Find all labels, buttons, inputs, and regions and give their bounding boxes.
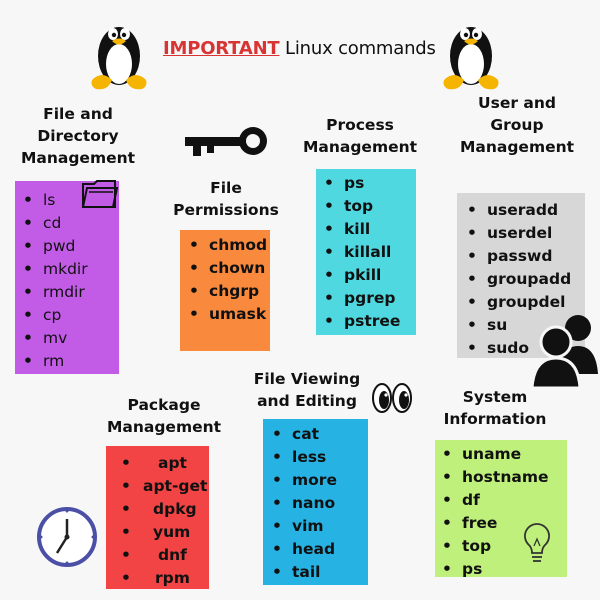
penguin-icon [91,27,147,90]
sysinfo-card: uname hostname df free top ps [435,440,567,581]
package-card: apt apt-get dpkg yum dnf rpm [106,446,209,590]
list-item: useradd [467,199,585,222]
list-item: pkill [324,264,416,287]
list-item: uname [442,443,567,466]
process-heading: Process Management [302,116,418,156]
list-item: apt-get [121,475,209,498]
users-icon [532,315,598,388]
list-item: userdel [467,222,585,245]
key-icon [185,127,267,156]
list-item: ps [324,172,416,195]
list-item: ps [442,558,567,581]
list-item: yum [121,521,209,544]
list-item: rmdir [23,281,119,304]
list-item: ls [23,189,119,212]
list-item: killall [324,241,416,264]
title-rest: Linux commands [285,38,436,59]
list-item: mv [23,327,119,350]
viewing-card: cat less more nano vim head tail [263,419,368,585]
list-item: chmod [189,234,270,257]
list-item: cp [23,304,119,327]
package-heading: Package Management [106,396,222,436]
list-item: passwd [467,245,585,268]
list-item: dnf [121,544,209,567]
list-item: nano [272,492,368,515]
list-item: tail [272,561,368,584]
list-item: rm [23,350,119,373]
list-item: dpkg [121,498,209,521]
list-item: pgrep [324,287,416,310]
list-item: apt [121,452,209,475]
list-item: kill [324,218,416,241]
clock-icon [37,507,97,567]
viewing-heading: File Viewing and Editing [253,370,361,410]
list-item: pstree [324,310,416,333]
permissions-card: chmod chown chgrp umask [180,230,270,351]
list-item: free [442,512,567,535]
page-title: IMPORTANT Linux commands [163,38,436,59]
list-item: top [324,195,416,218]
list-item: chown [189,257,270,280]
folder-icon [81,180,119,208]
list-item: less [272,446,368,469]
permissions-heading: File Permissions [173,179,279,219]
sysinfo-heading: System Information [443,388,547,428]
list-item: rpm [121,567,209,590]
list-item: pwd [23,235,119,258]
penguin-icon [443,27,499,90]
eyes-icon [372,383,412,413]
list-item: more [272,469,368,492]
list-item: head [272,538,368,561]
process-card: ps top kill killall pkill pgrep pstree [316,169,416,335]
lightbulb-icon [524,523,550,562]
list-item: groupadd [467,268,585,291]
list-item: groupdel [467,291,585,314]
file-dir-heading: File and Directory Management [20,105,136,167]
title-highlight: IMPORTANT [163,38,280,59]
list-item: df [442,489,567,512]
list-item: cd [23,212,119,235]
list-item: top [442,535,567,558]
file-dir-card: ls cd pwd mkdir rmdir cp mv rm [15,181,119,374]
user-group-heading: User and Group Management [459,94,575,156]
list-item: umask [189,303,270,326]
list-item: chgrp [189,280,270,303]
list-item: sudo [467,337,585,360]
list-item: mkdir [23,258,119,281]
list-item: vim [272,515,368,538]
list-item: su [467,314,585,337]
list-item: cat [272,423,368,446]
list-item: hostname [442,466,567,489]
